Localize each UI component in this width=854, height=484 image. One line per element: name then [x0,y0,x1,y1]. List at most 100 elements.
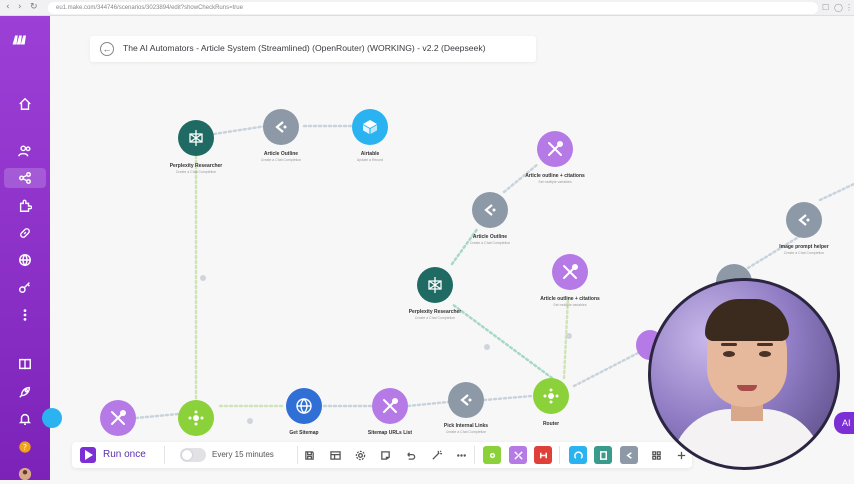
home-icon[interactable] [15,94,35,114]
run-once-button[interactable] [80,447,96,463]
sidebar: ? [0,16,50,481]
settings-icon[interactable] [353,448,367,462]
tools-icon [383,398,398,413]
tools-icon [111,410,126,425]
pick-internal-links-module[interactable] [448,382,484,418]
bottom-toolbar: Run once Every 15 minutes [72,442,692,468]
tools-icon[interactable] [509,446,527,464]
router-icon [543,388,559,404]
divider [164,446,165,464]
module-label: Router [542,421,560,427]
module-sublabel: Set multiple variables [553,303,587,307]
back-button[interactable]: ← [100,42,114,56]
module-label: Get Sitemap [289,430,319,436]
image-prompt-helper-module[interactable] [786,202,822,238]
presenter-brow [757,343,773,346]
connections [134,124,854,424]
tools-module[interactable] [100,400,136,436]
team-icon[interactable] [15,141,35,161]
extension-icon[interactable]: ☐ [822,3,830,12]
airtable-module[interactable] [352,109,388,145]
module-label: Article Outline [263,151,299,157]
module-label: Article outline + citations [525,173,585,179]
book-icon[interactable] [15,354,35,374]
tools-icon [563,264,578,279]
module-label: Sitemap URLs List [367,430,413,436]
module-sublabel: Create a Chat Completion [783,251,825,255]
router-tool-icon[interactable] [483,446,501,464]
flow-icon [460,394,472,406]
make-logo-icon[interactable] [12,30,38,50]
bell-icon[interactable] [15,409,35,429]
key-icon[interactable] [15,277,35,297]
puzzle-icon[interactable] [15,196,35,216]
ai-assistant-tab[interactable]: AI [834,412,854,434]
forward-arrow-icon[interactable]: › [18,2,22,12]
flow-icon [798,214,810,226]
save-icon[interactable] [302,448,316,462]
more-icon[interactable] [15,305,35,325]
perplexity-icon [189,130,203,146]
reload-icon[interactable]: ↻ [30,2,38,12]
flow-icon[interactable] [620,446,638,464]
schedule-toggle[interactable] [180,448,206,462]
article-outline-module[interactable] [472,192,508,228]
magic-icon[interactable] [429,448,443,462]
address-bar[interactable]: eu1.make.com/344746/scenarios/3023894/ed… [48,2,818,14]
scenario-title-bar: ← The AI Automators - Article System (St… [90,36,536,62]
partial-module[interactable] [42,408,62,428]
module-label: Pick Internal Links [443,423,489,429]
article-outline-citations-module[interactable] [537,131,573,167]
scenario-canvas[interactable]: Perplexity Researcher Create a Chat Comp… [42,16,854,480]
profile-icon[interactable]: ◯ [834,3,843,12]
link-icon[interactable] [15,223,35,243]
zoom-icon[interactable] [569,446,587,464]
avatar[interactable] [15,464,35,484]
module-sublabel: Set multiple variables [538,180,572,184]
menu-dots-icon[interactable]: ⋮ [845,3,853,12]
more-icon[interactable] [454,448,468,462]
router-icon [188,410,204,426]
schedule-label[interactable]: Every 15 minutes [212,450,274,459]
flow-control-icon[interactable] [534,446,552,464]
divider [559,446,560,464]
presenter-brow [721,343,737,346]
globe-icon [296,398,312,414]
article-outline-citations-module[interactable] [552,254,588,290]
tools-icon [548,141,563,156]
router-module[interactable] [533,378,569,414]
module-sublabel: Create a Chat Completion [469,241,511,245]
perplexity-researcher-module[interactable] [178,120,214,156]
back-arrow-icon[interactable]: ‹ [6,2,10,12]
module-sublabel: Create a Chat Completion [175,170,217,174]
share-icon[interactable] [4,168,46,188]
notes-icon[interactable] [378,448,392,462]
router-module[interactable] [178,400,214,436]
module-sublabel: Create a Chat Completion [260,158,302,162]
cursor-icon[interactable] [594,446,612,464]
module-sublabel: Update a Record [356,158,384,162]
perplexity-researcher-module[interactable] [417,267,453,303]
divider [474,446,475,464]
sitemap-urls-list-module[interactable] [372,388,408,424]
undo-icon[interactable] [403,448,417,462]
help-icon[interactable]: ? [15,437,35,457]
webcam-overlay [648,278,840,470]
cube-icon [363,120,377,134]
module-sublabel: Create a Chat Completion [414,316,456,320]
globe-icon[interactable] [15,250,35,270]
table-icon[interactable] [328,448,342,462]
flow-icon [484,204,496,216]
rocket-icon[interactable] [15,382,35,402]
svg-text:?: ? [23,443,27,452]
run-once-label[interactable]: Run once [103,449,146,460]
flow-icon [275,121,287,133]
scenario-title[interactable]: The AI Automators - Article System (Stre… [123,43,486,53]
presenter-hair [705,299,789,341]
get-sitemap-module[interactable] [286,388,322,424]
perplexity-icon [428,277,442,293]
article-outline-module[interactable] [263,109,299,145]
module-label: Airtable [360,151,380,157]
module-label: Perplexity Researcher [169,163,223,169]
module-label: Image prompt helper [779,244,829,250]
